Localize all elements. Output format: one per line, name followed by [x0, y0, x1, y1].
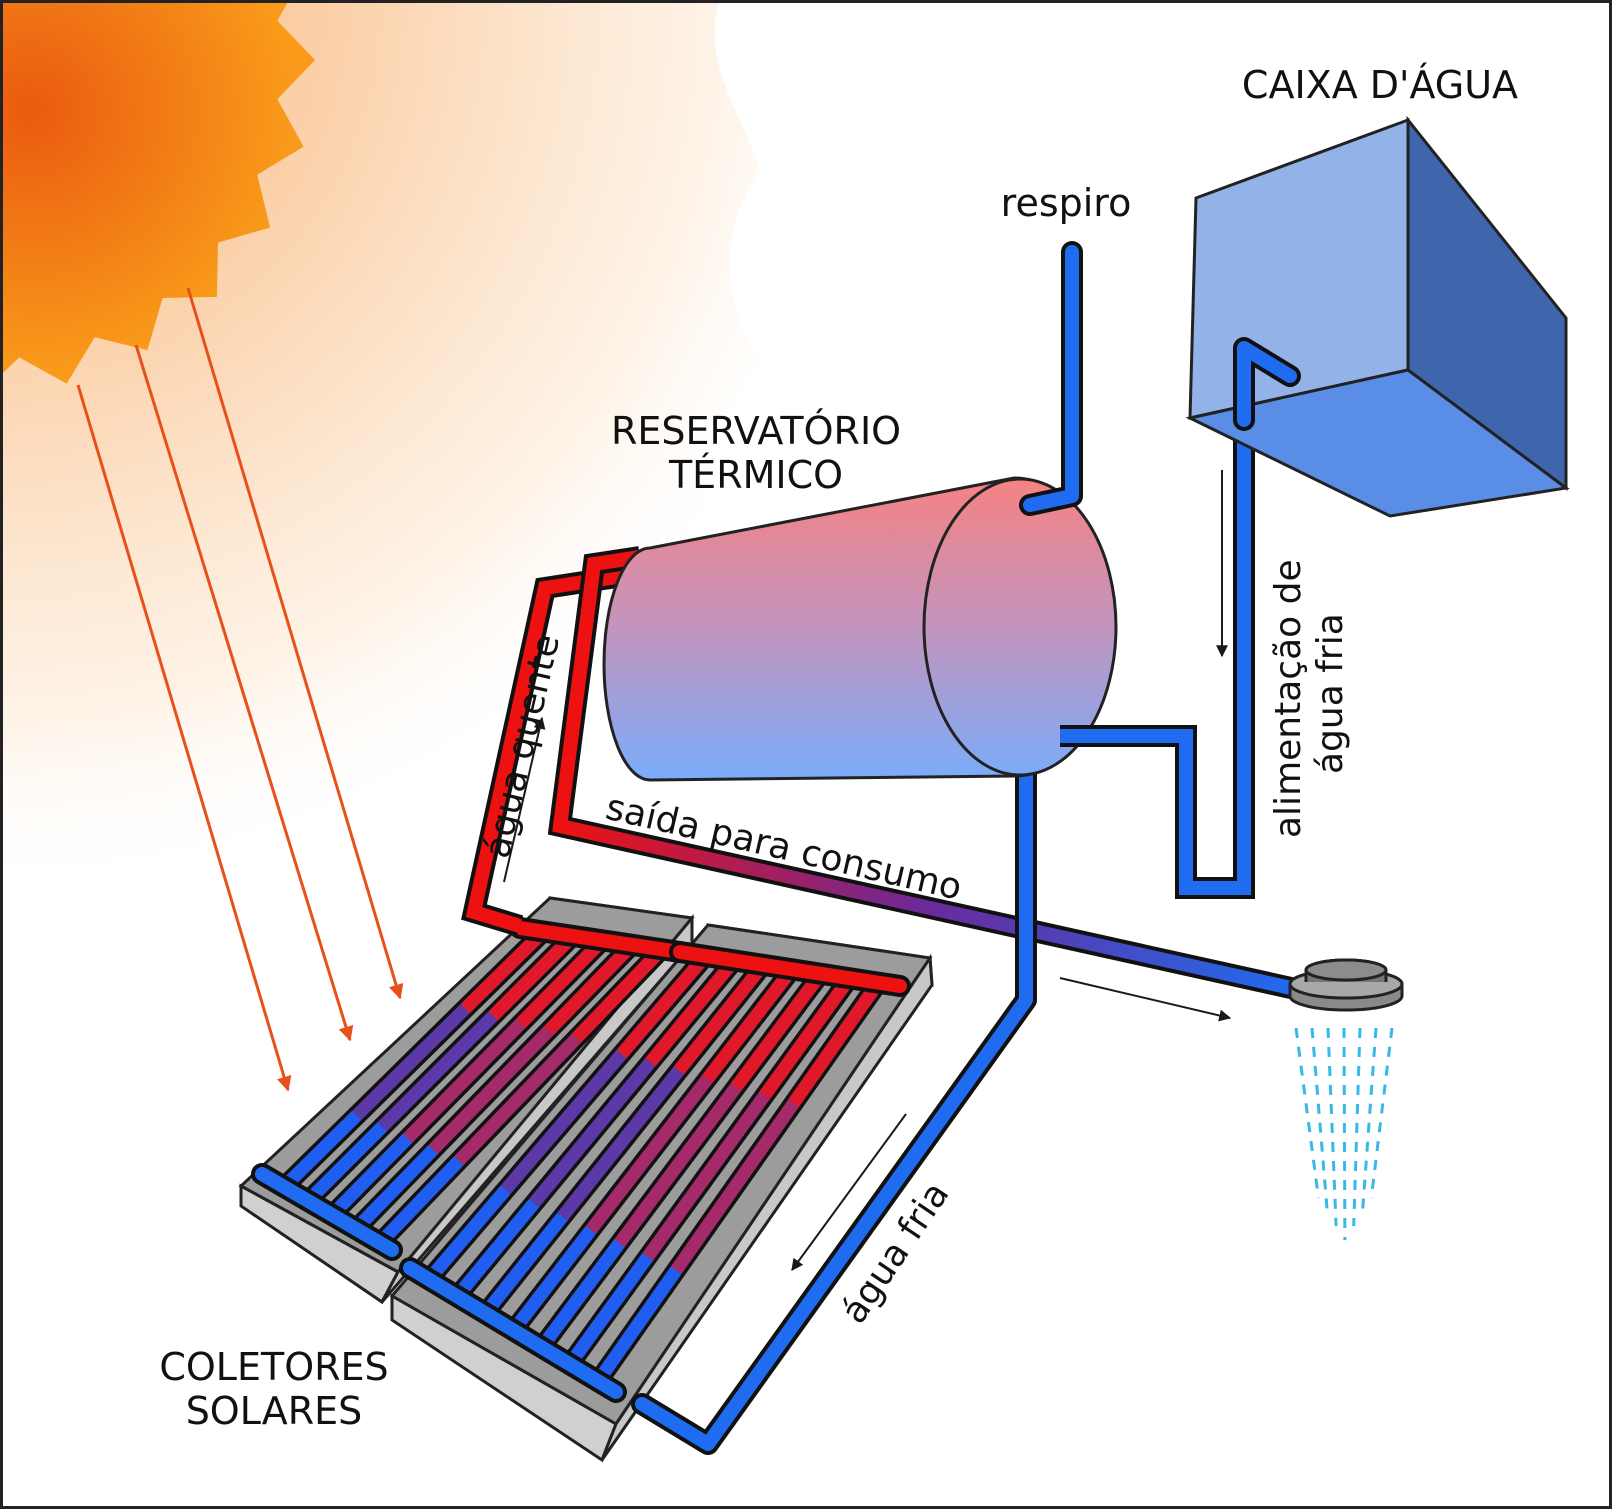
right-tube-cold-7: [592, 1266, 682, 1386]
flow-arrows: [503, 470, 1232, 1271]
water-drop-streak: [1342, 1027, 1347, 1241]
right-tube-cold-4: [507, 1226, 596, 1335]
right-tube-cold-5: [536, 1239, 625, 1352]
label-reservatorio-2: TÉRMICO: [668, 453, 843, 497]
label-respiro: respiro: [1001, 181, 1132, 225]
sun-icon: [0, 0, 315, 384]
right-tube-cold-2: [451, 1199, 539, 1302]
sun-rays: [76, 287, 404, 1092]
water-drop-streak: [1361, 1027, 1378, 1213]
water-drop-streak: [1326, 1027, 1338, 1227]
vent-pipe: [1019, 241, 1083, 516]
shower-water: [1294, 1027, 1394, 1241]
water-drop-streak: [1310, 1027, 1329, 1213]
label-coletores-1: COLETORES: [159, 1345, 388, 1389]
thermal-reservoir: [602, 476, 1118, 782]
solar-collectors: [238, 896, 934, 1463]
label-alimentacao-2: água fria: [1310, 613, 1351, 774]
left-tube-cold-3: [327, 1133, 413, 1220]
left-tube-hot-2: [488, 932, 577, 1021]
left-tube-hot-5: [572, 945, 666, 1043]
collector-right-tubes: [420, 950, 886, 1388]
right-tube-hot-1: [616, 952, 710, 1059]
left-tube-cold-4: [351, 1145, 438, 1234]
label-alimentacao-1: alimentação de: [1268, 559, 1309, 838]
right-tube-cold-3: [479, 1212, 568, 1319]
left-tube-cold-2: [303, 1122, 387, 1206]
right-tube-cold-6: [564, 1253, 653, 1369]
right-tube-hot-3: [673, 962, 768, 1075]
left-tube-hot-3: [516, 936, 607, 1028]
right-tube-hot-6: [759, 975, 854, 1099]
left-tube-hot-1: [460, 927, 548, 1014]
label-coletores-2: SOLARES: [186, 1389, 363, 1433]
water-drop-streak: [1352, 1027, 1362, 1227]
label-caixa-dagua: CAIXA D'ÁGUA: [1242, 63, 1518, 107]
right-tube-hot-5: [731, 971, 826, 1091]
left-tube-hot-4: [544, 940, 637, 1036]
arrow-cold-return: [791, 1113, 907, 1271]
left-tube-cold-5: [375, 1156, 464, 1248]
arrow-hot-up: [503, 716, 546, 883]
right-tube-hot-7: [788, 980, 883, 1107]
water-drop-streak: [1294, 1027, 1320, 1199]
water-drop-streak: [1369, 1027, 1394, 1199]
label-reservatorio-1: RESERVATÓRIO: [611, 409, 901, 453]
consumption-pipe: [547, 546, 1303, 1001]
collector-left-tubes: [276, 925, 669, 1250]
right-tube-hot-4: [702, 966, 797, 1083]
shower-head: [1288, 958, 1404, 1012]
left-tube-cold-1: [279, 1111, 362, 1192]
arrow-consumption: [1059, 977, 1232, 1022]
right-tube-hot-2: [645, 957, 739, 1067]
right-tube-cold-1: [423, 1185, 511, 1285]
